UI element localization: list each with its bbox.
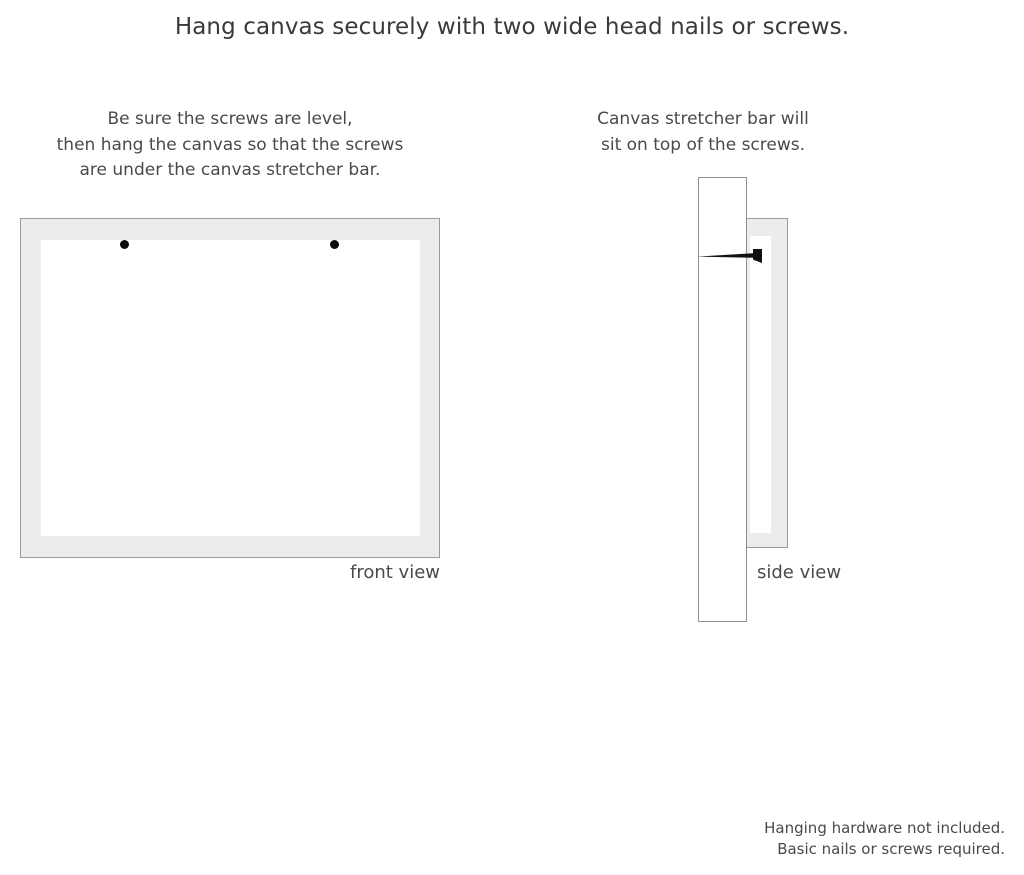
- front-view-label: front view: [350, 562, 440, 583]
- front-caption-line-1: Be sure the screws are level,: [107, 109, 353, 129]
- side-caption-line-2: sit on top of the screws.: [600, 134, 806, 155]
- front-caption-line-2: then hang the canvas so that the screws: [56, 134, 404, 155]
- canvas-stretcher-bar-side: [745, 218, 788, 548]
- front-view-diagram: [20, 218, 440, 558]
- screw-head-dot-icon: [330, 240, 339, 249]
- side-view-diagram: [690, 170, 850, 630]
- front-view-caption: Be sure the screws are level, then hang …: [10, 107, 450, 184]
- screw-side-profile-icon: [697, 248, 769, 264]
- page-title: Hang canvas securely with two wide head …: [174, 14, 850, 40]
- side-view-label: side view: [757, 562, 842, 583]
- wall-side-profile: [698, 177, 747, 622]
- disclaimer-line-2: Basic nails or screws required.: [777, 840, 1005, 858]
- canvas-surface-front: [41, 240, 420, 536]
- side-caption-line-1: Canvas stretcher bar will: [597, 109, 809, 129]
- canvas-surface-side: [750, 236, 771, 533]
- disclaimer-line-1: Hanging hardware not included.: [764, 819, 1005, 837]
- disclaimer-text: Hanging hardware not included. Basic nai…: [764, 818, 1005, 860]
- front-caption-line-3: are under the canvas stretcher bar.: [79, 160, 381, 180]
- side-view-caption: Canvas stretcher bar will sit on top of …: [553, 107, 853, 158]
- screw-head-dot-icon: [120, 240, 129, 249]
